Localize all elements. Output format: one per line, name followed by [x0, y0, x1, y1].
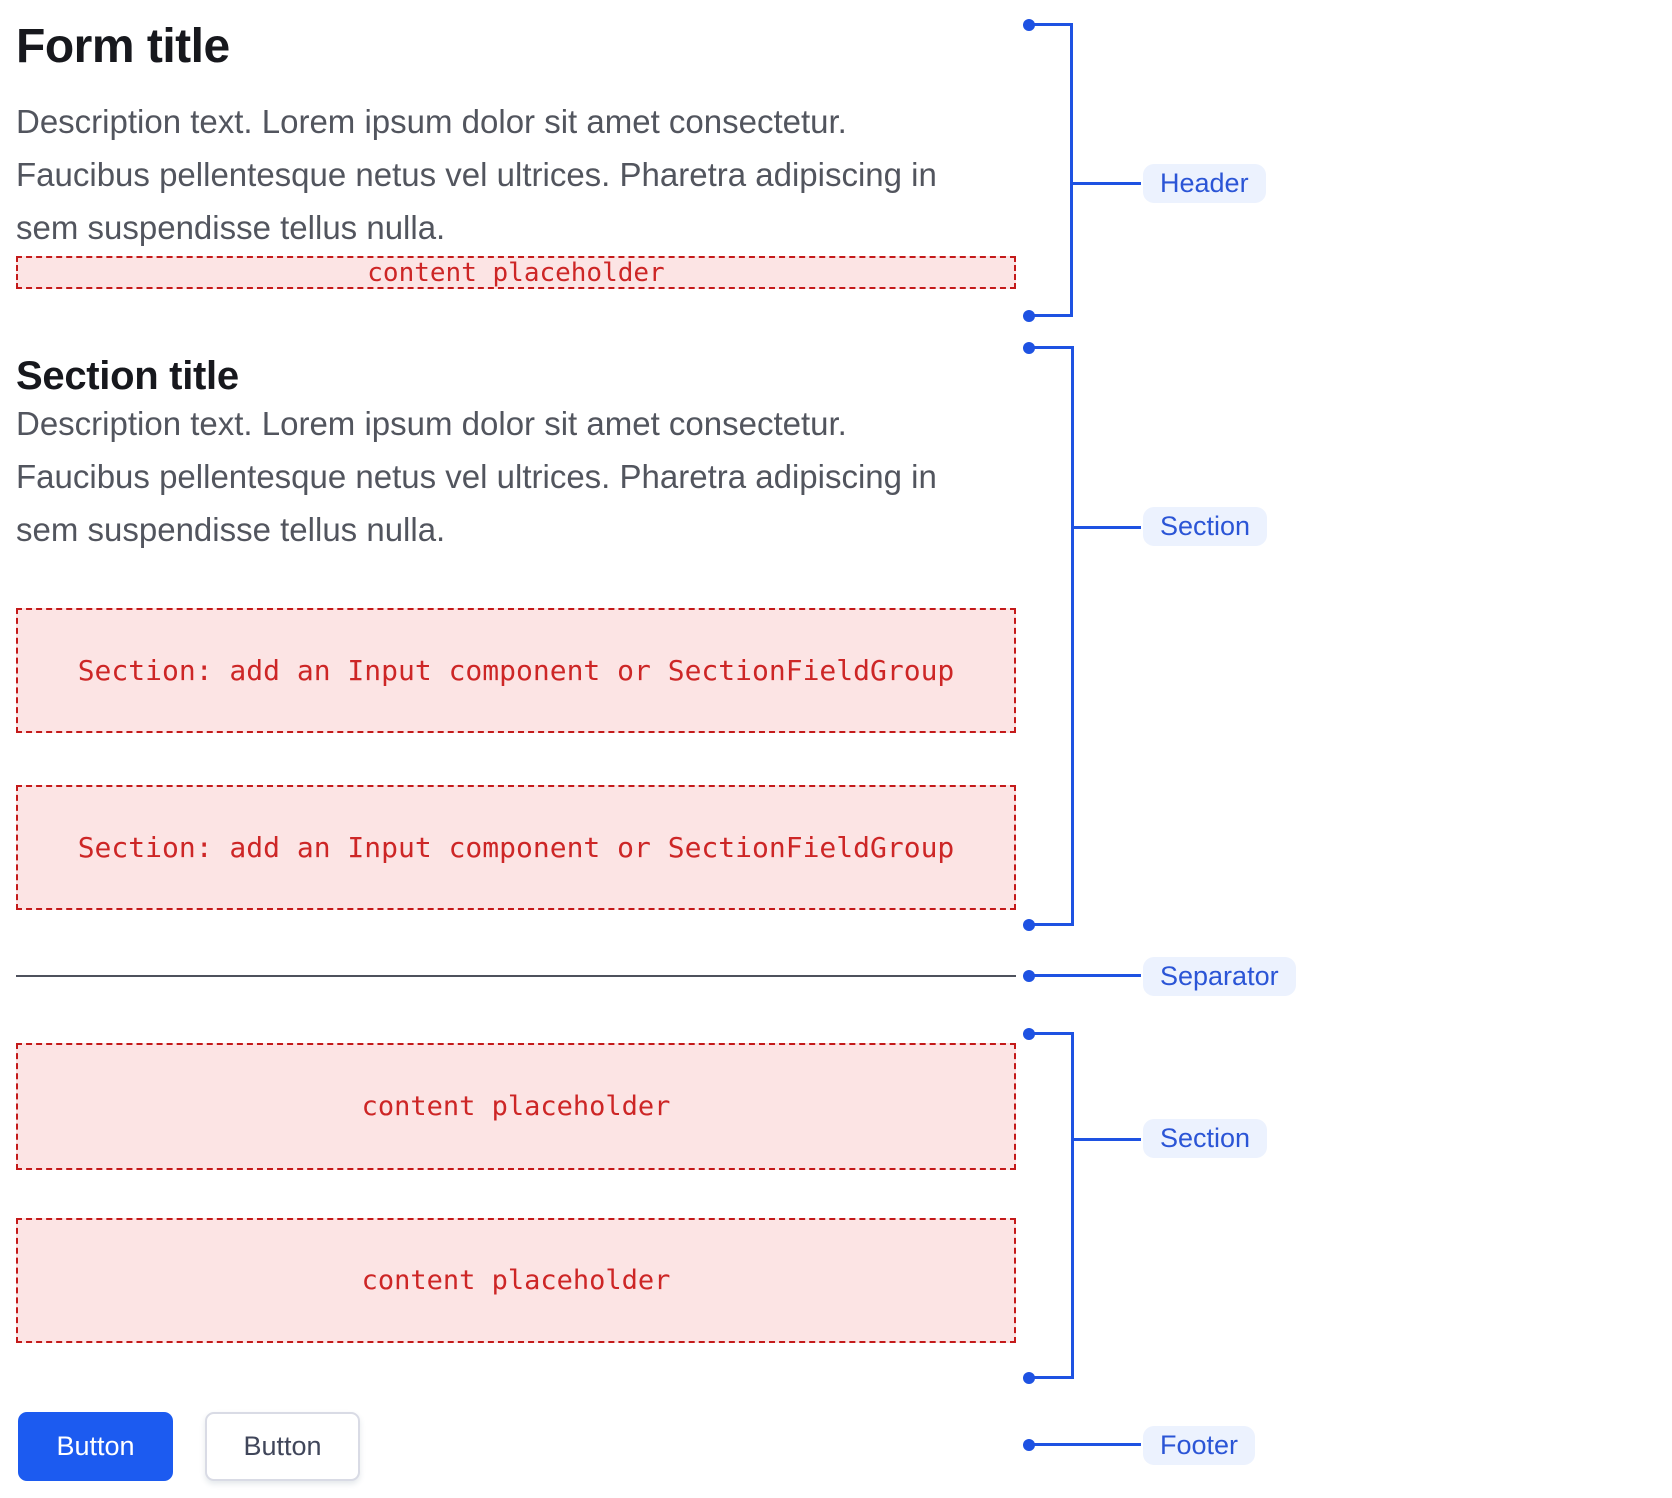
separator-line: [16, 975, 1016, 977]
header-callout-line: [1073, 182, 1141, 185]
anchor-dot-icon: [1023, 919, 1035, 931]
section-field-placeholder: Section: add an Input component or Secti…: [16, 785, 1016, 910]
section-field-placeholder: Section: add an Input component or Secti…: [16, 608, 1016, 733]
placeholder-text: content placeholder: [361, 1265, 671, 1296]
section-bracket-line: [1029, 923, 1072, 926]
section-description-line: Faucibus pellentesque netus vel ultrices…: [16, 458, 937, 495]
header-bracket-line: [1029, 314, 1071, 317]
section-description-line: Description text. Lorem ipsum dolor sit …: [16, 405, 847, 442]
section-bracket-line: [1071, 1032, 1074, 1379]
section-title: Section title: [16, 354, 239, 398]
header-bracket-line: [1029, 23, 1071, 26]
section-description: Description text. Lorem ipsum dolor sit …: [16, 397, 937, 556]
section-content-placeholder: content placeholder: [16, 1218, 1016, 1343]
placeholder-text: content placeholder: [361, 1091, 671, 1122]
separator-callout-line: [1029, 974, 1141, 977]
footer-callout-line: [1029, 1443, 1141, 1446]
separator-label: Separator: [1143, 957, 1296, 996]
anchor-dot-icon: [1023, 970, 1035, 982]
form-description-line: Faucibus pellentesque netus vel ultrices…: [16, 156, 937, 193]
section-label: Section: [1143, 507, 1268, 546]
placeholder-text: Section: add an Input component or Secti…: [77, 831, 955, 864]
anchor-dot-icon: [1023, 1028, 1035, 1040]
placeholder-text: content placeholder: [367, 257, 665, 288]
form-description-line: sem suspendisse tellus nulla.: [16, 209, 446, 246]
secondary-button[interactable]: Button: [205, 1412, 360, 1481]
section-callout-line: [1074, 1138, 1141, 1141]
header-label: Header: [1143, 164, 1266, 203]
header-bracket-line: [1070, 23, 1073, 317]
form-description: Description text. Lorem ipsum dolor sit …: [16, 95, 937, 254]
section-label: Section: [1143, 1119, 1268, 1158]
section-bracket-line: [1029, 346, 1072, 349]
header-content-placeholder: content placeholder: [16, 256, 1016, 289]
footer-label: Footer: [1143, 1426, 1256, 1465]
section-bracket-line: [1029, 1032, 1072, 1035]
form-title: Form title: [16, 20, 230, 73]
anchor-dot-icon: [1023, 1439, 1035, 1451]
primary-button[interactable]: Button: [18, 1412, 173, 1481]
anchor-dot-icon: [1023, 342, 1035, 354]
section-description-line: sem suspendisse tellus nulla.: [16, 511, 446, 548]
section-bracket-line: [1071, 346, 1074, 926]
section-content-placeholder: content placeholder: [16, 1043, 1016, 1170]
section-bracket-line: [1029, 1376, 1072, 1379]
anchor-dot-icon: [1023, 310, 1035, 322]
form-description-line: Description text. Lorem ipsum dolor sit …: [16, 103, 847, 140]
anchor-dot-icon: [1023, 19, 1035, 31]
section-callout-line: [1074, 526, 1141, 529]
placeholder-text: Section: add an Input component or Secti…: [77, 654, 955, 687]
anchor-dot-icon: [1023, 1372, 1035, 1384]
